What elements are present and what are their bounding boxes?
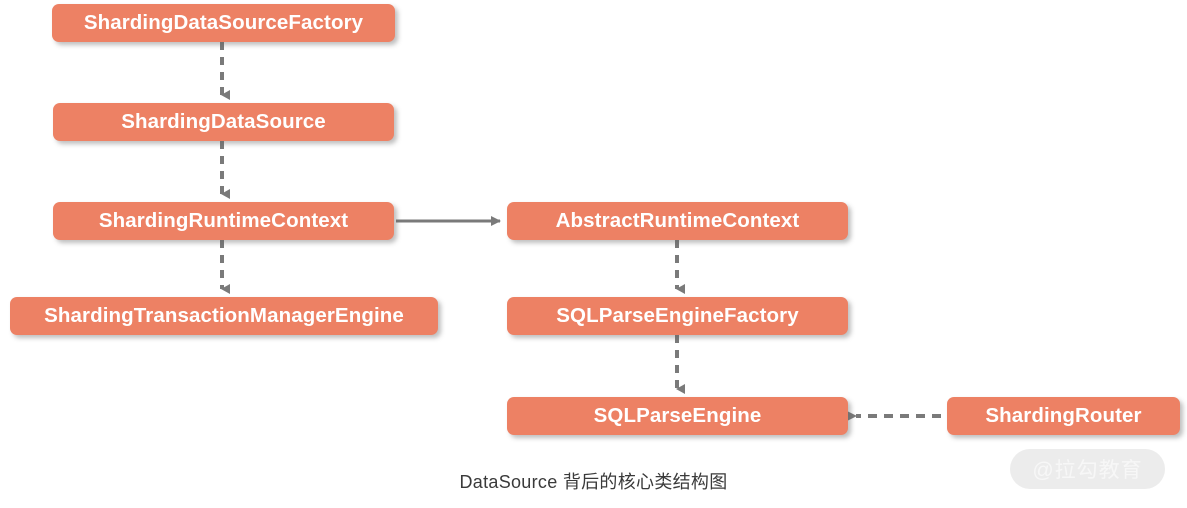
watermark-label: @拉勾教育 <box>1032 459 1143 482</box>
node-sharding-transaction-manager-engine[interactable]: ShardingTransactionManagerEngine <box>10 297 438 335</box>
node-sharding-data-source-factory[interactable]: ShardingDataSourceFactory <box>52 4 395 42</box>
node-sharding-runtime-context[interactable]: ShardingRuntimeContext <box>53 202 394 240</box>
watermark-badge: @拉勾教育 <box>1010 449 1165 489</box>
node-abstract-runtime-context[interactable]: AbstractRuntimeContext <box>507 202 848 240</box>
node-sharding-router[interactable]: ShardingRouter <box>947 397 1180 435</box>
node-sql-parse-engine[interactable]: SQLParseEngine <box>507 397 848 435</box>
diagram-caption: DataSource 背后的核心类结构图 <box>459 472 728 492</box>
node-sql-parse-engine-factory[interactable]: SQLParseEngineFactory <box>507 297 848 335</box>
node-sharding-data-source[interactable]: ShardingDataSource <box>53 103 394 141</box>
